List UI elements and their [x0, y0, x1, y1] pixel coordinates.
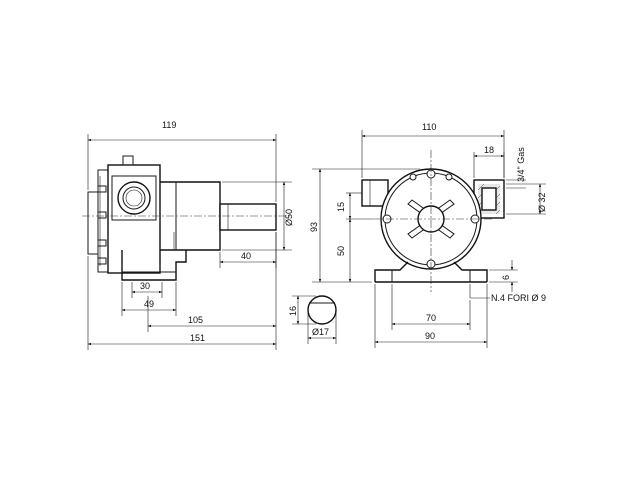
dim-shaft-flat: 16 — [288, 306, 298, 316]
dim-base-a: 49 — [144, 299, 154, 309]
dim-hole-spacing: 70 — [426, 313, 436, 323]
dim-shaft-section-diameter: Ø17 — [312, 327, 329, 337]
dim-port-diameter: Ø 32 — [537, 192, 547, 212]
dim-thread: 3/4" Gas — [516, 147, 526, 182]
shaft-section: 16 Ø17 — [288, 295, 337, 344]
front-view: 110 18 3/4" Gas Ø 32 93 15 50 6 — [309, 122, 547, 348]
dim-base-b: 105 — [188, 315, 203, 325]
dim-total-length: 151 — [190, 333, 205, 343]
side-view: 119 Ø50 40 30 49 105 151 — [82, 120, 294, 350]
dim-shaft-length: 40 — [241, 251, 251, 261]
dim-feet: 30 — [140, 281, 150, 291]
dim-overall-top: 119 — [162, 120, 176, 130]
dim-base-width: 90 — [425, 331, 435, 341]
dim-center-height: 50 — [336, 246, 346, 256]
dim-port-depth: 18 — [484, 145, 494, 155]
dim-holes: N.4 FORI Ø 9 — [491, 293, 546, 303]
dim-shaft-diameter: Ø50 — [284, 209, 294, 226]
dim-foot-thickness: 6 — [501, 275, 511, 280]
dim-port-offset: 15 — [336, 202, 346, 212]
dim-total-height: 93 — [309, 222, 319, 232]
dim-width-top: 110 — [422, 122, 436, 132]
